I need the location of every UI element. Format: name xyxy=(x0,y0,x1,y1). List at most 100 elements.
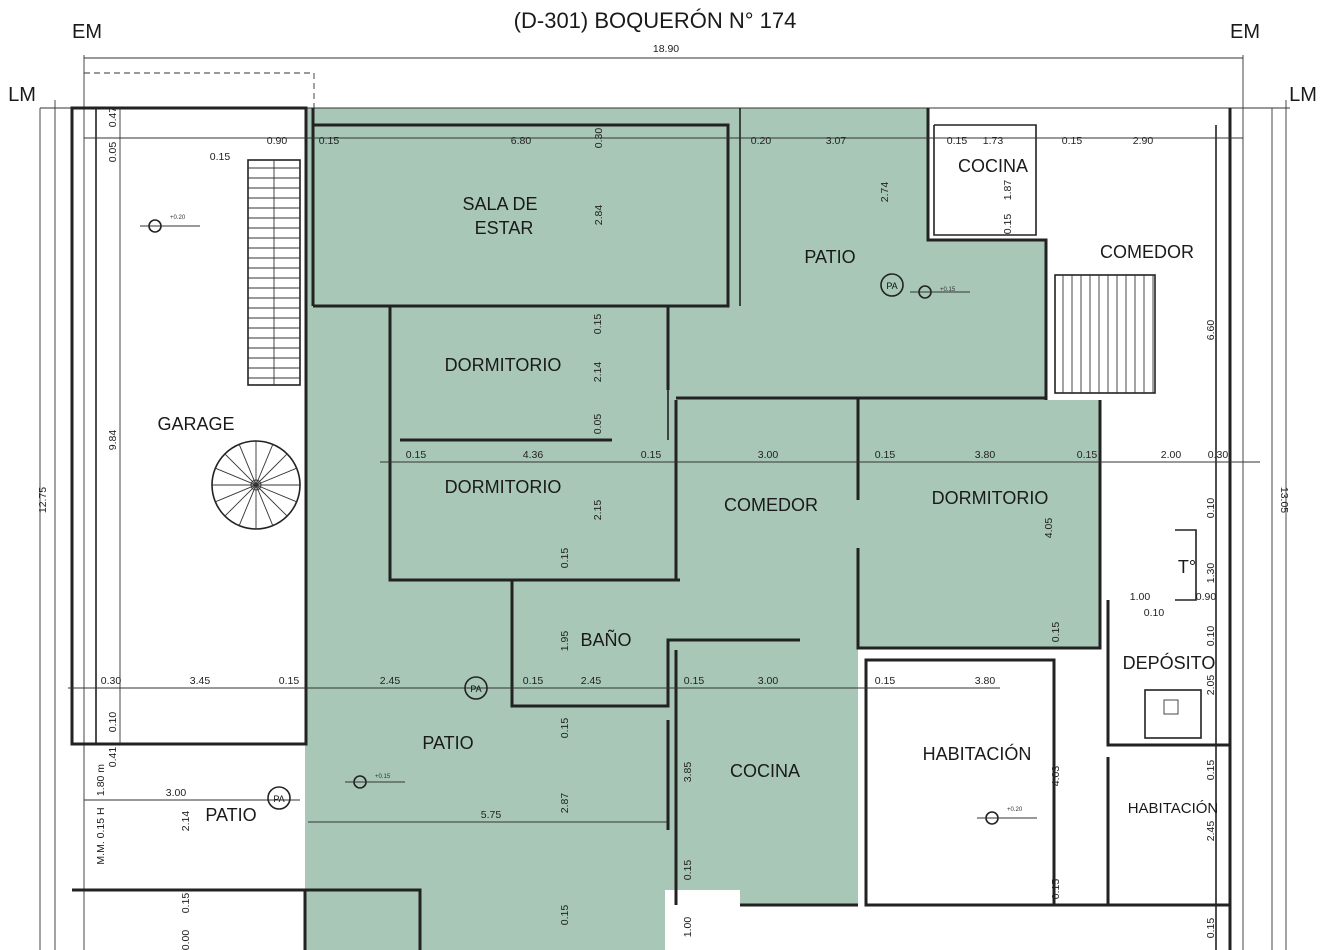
room-label-comedor-right: COMEDOR xyxy=(1100,242,1194,262)
dim-bano-vert: 0.15 1.95 xyxy=(559,548,571,652)
svg-text:1.73: 1.73 xyxy=(983,135,1004,147)
spiral-stair xyxy=(211,440,301,530)
pa-marker: PA xyxy=(267,786,291,810)
svg-text:0.05: 0.05 xyxy=(592,414,604,435)
svg-text:0.15: 0.15 xyxy=(279,675,300,687)
svg-text:0.10: 0.10 xyxy=(1205,498,1217,519)
svg-text:0.15: 0.15 xyxy=(684,675,705,687)
svg-text:0.15: 0.15 xyxy=(1205,918,1217,939)
svg-text:0.30: 0.30 xyxy=(593,128,605,149)
lm-left-label: LM xyxy=(8,84,36,106)
dim-dorm2-height: 2.15 xyxy=(592,500,604,521)
dim-patio-width: 5.75 xyxy=(481,809,502,821)
svg-text:2.90: 2.90 xyxy=(1133,135,1154,147)
level-marker xyxy=(140,219,200,233)
level-marker xyxy=(910,285,970,299)
svg-text:2.45: 2.45 xyxy=(581,675,602,687)
room-label-habitacion-1: HABITACIÓN xyxy=(923,743,1032,764)
room-label-dormitorio-2: DORMITORIO xyxy=(445,477,562,497)
svg-text:2.14: 2.14 xyxy=(180,811,192,832)
dimension-lines xyxy=(39,108,1273,950)
room-label-cocina-top: COCINA xyxy=(958,156,1028,176)
spiral-step xyxy=(238,444,257,486)
svg-text:2.87: 2.87 xyxy=(559,793,571,814)
svg-text:0.15: 0.15 xyxy=(319,135,340,147)
level-marker xyxy=(977,811,1037,825)
dim-top-row: 0.90 0.15 6.80 0.30 0.20 3.07 0.15 1.73 … xyxy=(267,128,1154,149)
svg-text:0.15: 0.15 xyxy=(682,860,694,881)
room-label-sala-1: SALA DE xyxy=(462,194,537,214)
spiral-step xyxy=(238,484,257,526)
svg-text:3.80: 3.80 xyxy=(975,449,996,461)
svg-text:3.00: 3.00 xyxy=(758,675,779,687)
svg-text:0.00: 0.00 xyxy=(180,930,192,950)
plan-title: (D-301) BOQUERÓN N° 174 xyxy=(514,8,797,33)
svg-text:0.15: 0.15 xyxy=(559,718,571,739)
level-text: +0.15 xyxy=(940,287,956,293)
dim-sala-height: 2.84 xyxy=(593,205,605,226)
spiral-step xyxy=(215,484,257,503)
dim-dorm3-height: 4.05 xyxy=(1043,518,1055,539)
svg-text:3.00: 3.00 xyxy=(758,449,779,461)
svg-text:0.15: 0.15 xyxy=(641,449,662,461)
boundary-lines xyxy=(40,55,1290,950)
room-label-patio-left: PATIO xyxy=(205,805,256,825)
svg-text:PA: PA xyxy=(273,794,284,804)
svg-text:0.15: 0.15 xyxy=(559,905,571,926)
svg-text:0.15: 0.15 xyxy=(1050,622,1062,643)
room-label-patio-top: PATIO xyxy=(804,247,855,267)
svg-text:1.95: 1.95 xyxy=(559,631,571,652)
room-label-dormitorio-3: DORMITORIO xyxy=(932,488,1049,508)
room-label-garage: GARAGE xyxy=(157,414,234,434)
svg-text:0.15: 0.15 xyxy=(1205,760,1217,781)
svg-text:0.15: 0.15 xyxy=(523,675,544,687)
svg-text:2.14: 2.14 xyxy=(592,362,604,383)
svg-text:2.00: 2.00 xyxy=(1161,449,1182,461)
dim-right-misc: 0.10 1.30 1.00 0.90 0.10 0.10 2.05 xyxy=(1130,498,1217,696)
dim-bottom-row: 0.30 3.45 0.15 2.45 0.15 2.45 0.15 3.00 … xyxy=(101,675,996,687)
svg-text:4.36: 4.36 xyxy=(523,449,544,461)
svg-text:0.41: 0.41 xyxy=(107,747,119,768)
dim-right-height: 13.05 xyxy=(1278,487,1290,513)
svg-text:0.15: 0.15 xyxy=(559,548,571,569)
pa-marker: PA xyxy=(880,273,904,297)
level-markers xyxy=(140,219,1037,825)
svg-text:3.07: 3.07 xyxy=(826,135,847,147)
level-text: +0.20 xyxy=(170,215,186,221)
svg-text:0.10: 0.10 xyxy=(1205,626,1217,647)
dim-dorm1: 0.15 2.14 0.05 xyxy=(592,314,604,435)
svg-text:PA: PA xyxy=(886,281,897,291)
svg-text:0.30: 0.30 xyxy=(101,675,122,687)
dim-comedor-height: 6.60 xyxy=(1205,320,1217,341)
svg-text:0.15: 0.15 xyxy=(947,135,968,147)
svg-text:2.45: 2.45 xyxy=(380,675,401,687)
svg-text:0.15: 0.15 xyxy=(875,449,896,461)
room-label-t: T° xyxy=(1178,557,1196,577)
dim-left-patio: 3.00 2.14 0.15 0.00 0.10 0.41 1.80 m M.M… xyxy=(95,712,192,950)
spiral-step xyxy=(224,484,257,517)
dim-mid-row: 0.15 4.36 0.15 3.00 0.15 3.80 0.15 2.00 … xyxy=(406,449,1229,461)
dim-cocina-vert: 1.87 0.15 xyxy=(1002,180,1014,235)
svg-text:0.15: 0.15 xyxy=(592,314,604,335)
svg-text:1.30: 1.30 xyxy=(1205,563,1217,584)
room-label-deposito: DEPÓSITO xyxy=(1123,652,1216,673)
room-label-bano: BAÑO xyxy=(580,629,631,650)
spiral-step xyxy=(255,484,297,503)
svg-text:3.00: 3.00 xyxy=(166,787,187,799)
svg-text:0.15: 0.15 xyxy=(1077,449,1098,461)
walls xyxy=(70,106,1232,950)
svg-text:1.00: 1.00 xyxy=(1130,591,1151,603)
dim-overall: 18.90 xyxy=(653,43,679,55)
svg-text:0.15: 0.15 xyxy=(210,151,231,163)
room-label-habitacion-2: HABITACIÓN xyxy=(1128,800,1219,817)
room-label-sala-2: ESTAR xyxy=(475,218,534,238)
em-right-label: EM xyxy=(1230,21,1260,43)
svg-text:2.45: 2.45 xyxy=(1205,821,1217,842)
svg-text:0.15: 0.15 xyxy=(875,675,896,687)
svg-text:1.87: 1.87 xyxy=(1002,180,1014,201)
svg-text:3.85: 3.85 xyxy=(682,762,694,783)
level-text: +0.20 xyxy=(1007,807,1023,813)
stairs-comedor xyxy=(1054,274,1156,394)
room-label-comedor-center: COMEDOR xyxy=(724,495,818,515)
